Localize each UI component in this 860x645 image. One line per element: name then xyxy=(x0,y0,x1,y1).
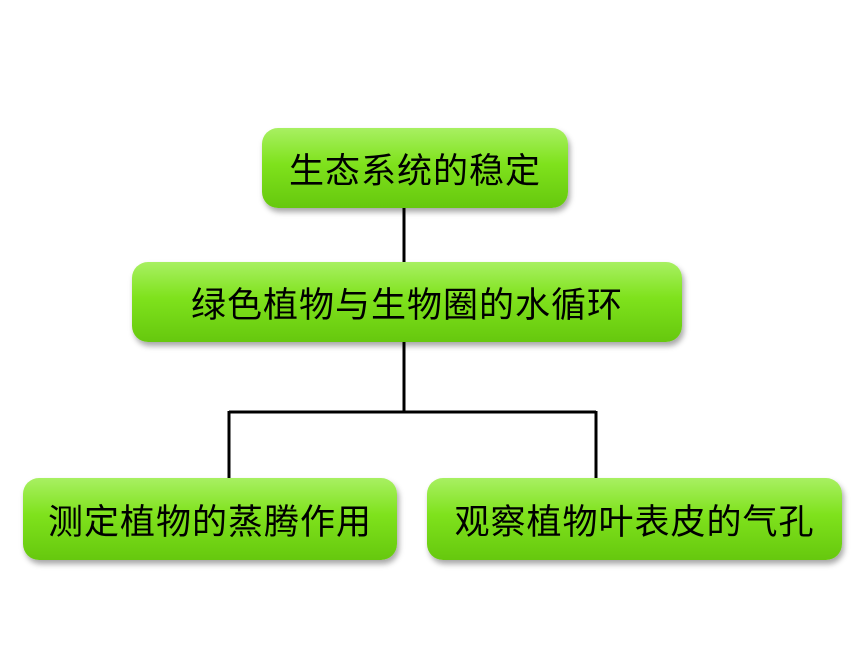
middle-node-label: 绿色植物与生物圈的水循环 xyxy=(190,285,623,326)
child-node-left-label: 测定植物的蒸腾作用 xyxy=(47,502,372,543)
middle-node: 绿色植物与生物圈的水循环 xyxy=(132,262,682,342)
child-node-right: 观察植物叶表皮的气孔 xyxy=(427,478,842,560)
child-node-left: 测定植物的蒸腾作用 xyxy=(23,478,397,560)
root-node: 生态系统的稳定 xyxy=(262,128,568,208)
root-node-label: 生态系统的稳定 xyxy=(288,151,541,192)
child-node-right-label: 观察植物叶表皮的气孔 xyxy=(454,502,815,543)
